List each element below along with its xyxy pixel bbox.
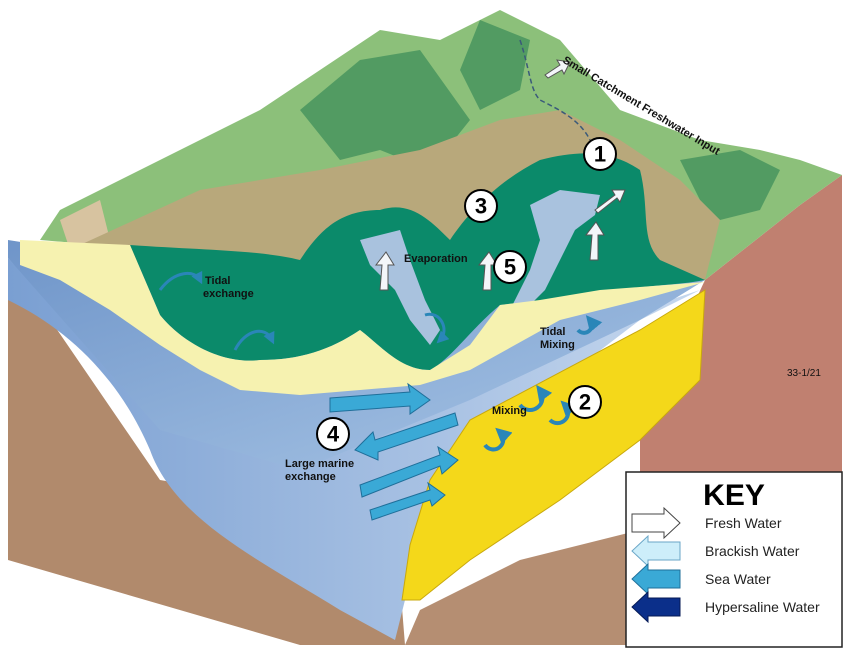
svg-text:Brackish Water: Brackish Water xyxy=(705,543,800,559)
large-marine-label-2: exchange xyxy=(285,471,336,483)
beach-strip xyxy=(20,240,705,395)
tidal-exchange-arrows xyxy=(158,270,450,351)
ridge-shading xyxy=(300,20,780,220)
tidal-mixing-label-1: Tidal xyxy=(540,326,565,338)
marker-3: 3 xyxy=(464,189,498,223)
key-item-hypersaline: Hypersaline Water xyxy=(631,590,820,624)
marker-2: 2 xyxy=(568,385,602,419)
evaporation-label: Evaporation xyxy=(404,253,468,265)
figure-code: 33-1/21 xyxy=(787,368,821,379)
tidal-exchange-label-2: exchange xyxy=(203,288,254,300)
svg-text:4: 4 xyxy=(327,422,340,447)
svg-text:2: 2 xyxy=(579,390,591,415)
key-item-fresh: Fresh Water xyxy=(631,506,782,540)
marker-4: 4 xyxy=(316,417,350,451)
key-item-brackish: Brackish Water xyxy=(631,534,800,568)
svg-text:Fresh Water: Fresh Water xyxy=(705,515,782,531)
freshwater-arrows xyxy=(374,59,626,291)
tidal-exchange-label-1: Tidal xyxy=(205,275,230,287)
mixing-swirls xyxy=(483,315,603,452)
right-cliff-face xyxy=(640,175,842,560)
mixing-label: Mixing xyxy=(492,405,527,417)
key-legend: KEY Fresh Water Brackish Water Sea Water… xyxy=(625,471,843,648)
svg-text:3: 3 xyxy=(475,194,487,219)
freshwater-stream xyxy=(519,39,591,141)
tidal-mixing-label-2: Mixing xyxy=(540,339,575,351)
lower-right-earth xyxy=(405,530,640,645)
svg-text:1: 1 xyxy=(594,142,606,167)
estuary-channel xyxy=(360,190,600,345)
marker-5: 5 xyxy=(493,250,527,284)
key-item-sea: Sea Water xyxy=(631,562,771,596)
yellow-sediment-band xyxy=(401,289,706,601)
key-title: KEY xyxy=(703,479,765,512)
svg-text:Hypersaline Water: Hypersaline Water xyxy=(705,599,820,615)
large-marine-label-1: Large marine xyxy=(285,458,354,470)
sea-water-arrows xyxy=(329,382,459,521)
svg-text:Sea Water: Sea Water xyxy=(705,571,771,587)
svg-text:5: 5 xyxy=(504,255,516,280)
marker-1: 1 xyxy=(583,137,617,171)
